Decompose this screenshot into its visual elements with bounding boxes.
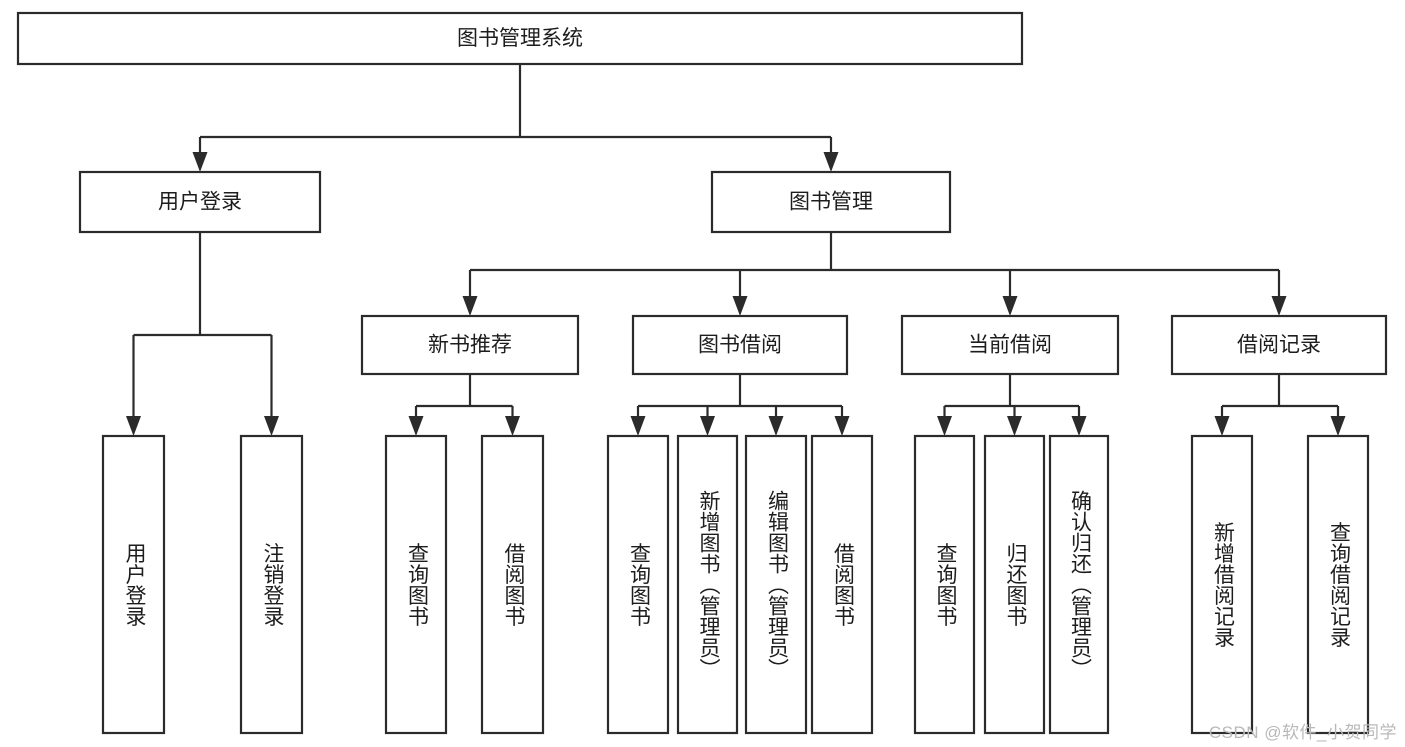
node-leaf-8[interactable]: 借阅图书 — [810, 434, 874, 735]
node-label: 新增借阅记录 — [1211, 522, 1235, 648]
node-leaf-4[interactable]: 借阅图书 — [480, 434, 545, 735]
node-box[interactable] — [631, 314, 849, 376]
node-box[interactable] — [16, 11, 1024, 66]
arrow-head-icon — [823, 152, 839, 172]
node-box[interactable] — [360, 314, 580, 376]
node-layer: 图书管理系统用户登录图书管理新书推荐图书借阅当前借阅借阅记录用户登录注销登录查询… — [16, 11, 1388, 735]
node-label: 图书管理 — [789, 191, 873, 214]
node-box[interactable] — [606, 434, 670, 735]
arrow-head-icon — [1071, 416, 1087, 436]
node-root[interactable]: 图书管理系统 — [16, 11, 1024, 66]
node-box[interactable] — [1170, 314, 1388, 376]
node-leaf-7[interactable]: 编辑图书（管理员） — [744, 434, 808, 735]
node-l3-3[interactable]: 当前借阅 — [900, 314, 1120, 376]
node-label: 归还图书 — [1004, 543, 1028, 627]
node-label: 注销登录 — [261, 543, 285, 627]
node-l2-1[interactable]: 用户登录 — [78, 170, 322, 234]
node-leaf-10[interactable]: 归还图书 — [983, 434, 1046, 735]
node-label: 编辑图书（管理员） — [765, 490, 789, 679]
arrow-head-icon — [1271, 296, 1287, 316]
watermark-text: CSDN @软件_小贺同学 — [1208, 723, 1397, 742]
arrow-head-icon — [462, 296, 478, 316]
connector-current-borrow-to-leaves — [937, 374, 1087, 436]
node-box[interactable] — [676, 434, 739, 735]
node-leaf-9[interactable]: 查询图书 — [913, 434, 976, 735]
connector-root-to-level2 — [192, 64, 839, 172]
node-box[interactable] — [744, 434, 808, 735]
connector-new-book-to-leaves — [408, 374, 520, 436]
arrow-head-icon — [630, 416, 646, 436]
node-label: 当前借阅 — [968, 334, 1052, 357]
connector-user-login-to-leaves — [126, 232, 279, 436]
node-box[interactable] — [913, 434, 976, 735]
node-label: 新书推荐 — [428, 334, 512, 357]
node-l3-1[interactable]: 新书推荐 — [360, 314, 580, 376]
node-box[interactable] — [384, 434, 448, 735]
node-leaf-6[interactable]: 新增图书（管理员） — [676, 434, 739, 735]
node-leaf-3[interactable]: 查询图书 — [384, 434, 448, 735]
node-label: 查询图书 — [934, 543, 958, 627]
node-label: 查询借阅记录 — [1327, 522, 1351, 648]
node-l2-2[interactable]: 图书管理 — [710, 170, 952, 234]
arrow-head-icon — [1007, 416, 1022, 436]
arrow-head-icon — [732, 296, 748, 316]
connector-book-manage-to-level3 — [462, 232, 1287, 316]
arrow-head-icon — [505, 416, 520, 436]
node-box[interactable] — [1190, 434, 1254, 735]
node-label: 图书借阅 — [698, 334, 782, 357]
node-box[interactable] — [810, 434, 874, 735]
node-label: 借阅记录 — [1237, 334, 1321, 357]
node-leaf-11[interactable]: 确认归还（管理员） — [1048, 434, 1110, 735]
connector-records-to-leaves — [1214, 374, 1346, 436]
node-leaf-13[interactable]: 查询借阅记录 — [1306, 434, 1370, 735]
node-l3-4[interactable]: 借阅记录 — [1170, 314, 1388, 376]
arrow-head-icon — [126, 416, 141, 436]
arrow-head-icon — [408, 416, 424, 436]
connector-layer — [126, 64, 1346, 436]
node-label: 用户登录 — [123, 543, 147, 627]
node-box[interactable] — [900, 314, 1120, 376]
arrow-head-icon — [834, 416, 850, 436]
node-label: 用户登录 — [158, 191, 242, 214]
node-box[interactable] — [78, 170, 322, 234]
arrow-head-icon — [700, 416, 715, 436]
node-label: 借阅图书 — [831, 543, 855, 627]
arrow-head-icon — [264, 416, 279, 436]
arrow-head-icon — [1214, 416, 1230, 436]
connector-borrow-to-leaves — [630, 374, 850, 436]
node-leaf-2[interactable]: 注销登录 — [239, 434, 304, 735]
node-label: 图书管理系统 — [457, 27, 583, 50]
node-l3-2[interactable]: 图书借阅 — [631, 314, 849, 376]
arrow-head-icon — [192, 152, 208, 172]
arrow-head-icon — [1002, 296, 1018, 316]
node-box[interactable] — [101, 434, 166, 735]
arrow-head-icon — [1330, 416, 1346, 436]
node-label: 确认归还（管理员） — [1068, 490, 1092, 679]
arrow-head-icon — [768, 416, 784, 436]
node-box[interactable] — [239, 434, 304, 735]
node-box[interactable] — [983, 434, 1046, 735]
node-leaf-5[interactable]: 查询图书 — [606, 434, 670, 735]
node-label: 查询图书 — [405, 543, 429, 627]
node-box[interactable] — [1048, 434, 1110, 735]
node-leaf-12[interactable]: 新增借阅记录 — [1190, 434, 1254, 735]
node-label: 借阅图书 — [502, 543, 526, 627]
node-box[interactable] — [1306, 434, 1370, 735]
node-label: 新增图书（管理员） — [697, 490, 721, 679]
node-leaf-1[interactable]: 用户登录 — [101, 434, 166, 735]
node-box[interactable] — [710, 170, 952, 234]
arrow-head-icon — [937, 416, 952, 436]
node-box[interactable] — [480, 434, 545, 735]
node-label: 查询图书 — [627, 543, 651, 627]
